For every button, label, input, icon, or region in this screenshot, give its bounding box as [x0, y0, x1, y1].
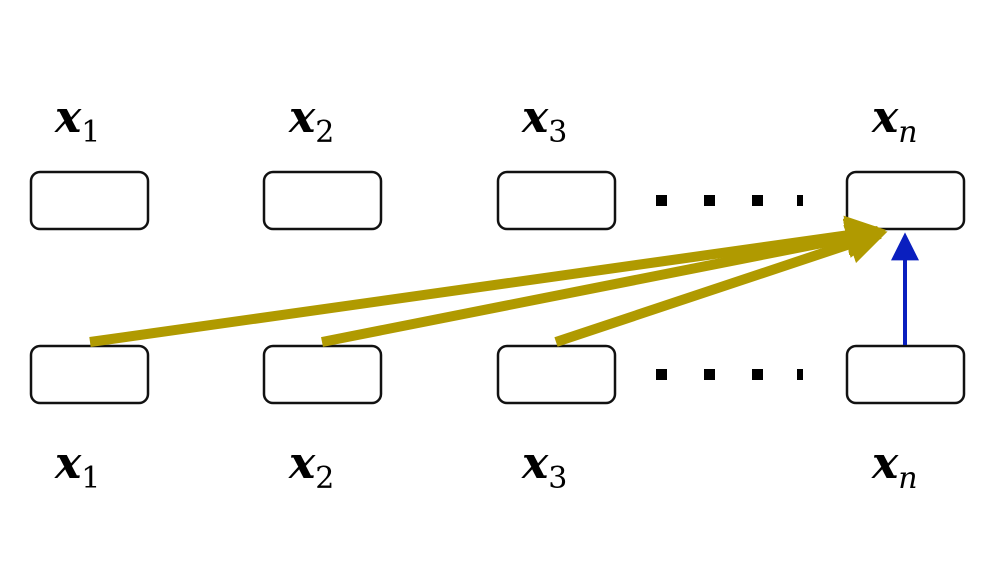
top-label-x2: x2 [288, 92, 334, 150]
top-label-x3: x3 [521, 92, 567, 150]
bottom-label-x1: x1 [54, 438, 100, 496]
top-label-xn: xn [871, 92, 918, 150]
top-node-x3 [496, 170, 617, 231]
bottom-node-xn [845, 344, 966, 405]
arrow-x2-to-xn [321, 218, 886, 347]
top-label-x1: x1 [54, 92, 100, 150]
top-node-xn [845, 170, 966, 231]
bottom-node-x1 [29, 344, 150, 405]
arrow-x3-to-xn [554, 225, 888, 347]
bottom-node-x3 [496, 344, 617, 405]
top-node-x1 [29, 170, 150, 231]
bottom-label-x2: x2 [288, 438, 334, 496]
arrow-x1-to-xn [89, 215, 886, 347]
bottom-ellipsis [656, 369, 803, 380]
top-node-x2 [262, 170, 383, 231]
bottom-label-xn: xn [871, 438, 918, 496]
top-ellipsis [656, 195, 803, 206]
bottom-label-x3: x3 [521, 438, 567, 496]
bottom-node-x2 [262, 344, 383, 405]
